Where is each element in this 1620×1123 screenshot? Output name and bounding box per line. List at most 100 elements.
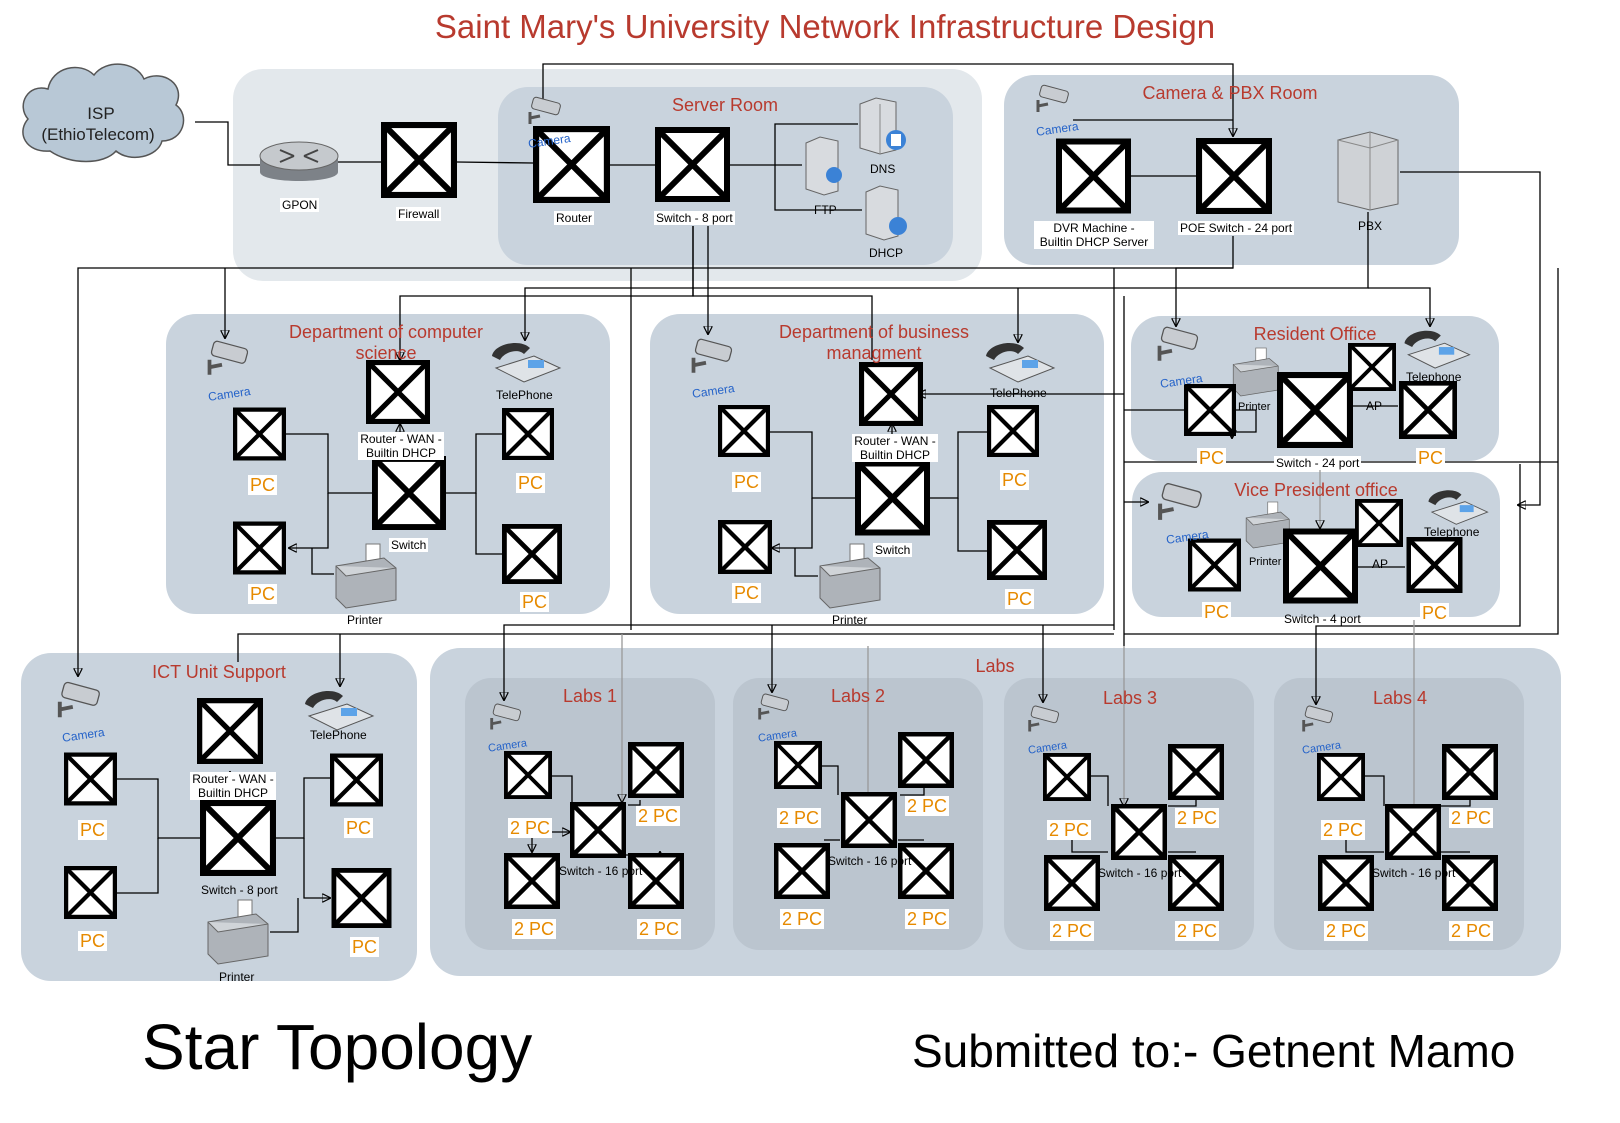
- lab2-pc-device[interactable]: [774, 732, 822, 798]
- pc-label: 2 PC: [1449, 808, 1494, 828]
- telephone-icon: [490, 338, 562, 384]
- pc-label: 2 PC: [1449, 921, 1494, 941]
- lab4-pc-device[interactable]: [1318, 854, 1374, 912]
- pc-label: PC: [1197, 448, 1227, 468]
- switch-24-port-label: Switch - 24 port: [1274, 456, 1362, 470]
- cs-pc-device[interactable]: [233, 401, 286, 467]
- lab1-pc-device[interactable]: [628, 852, 684, 910]
- ict-pc-device[interactable]: [330, 868, 393, 928]
- camera-icon: [524, 96, 564, 128]
- pc-label: 2 PC: [1050, 921, 1095, 941]
- ap-label: AP: [1366, 399, 1383, 413]
- resident-ap-device: [1345, 343, 1399, 391]
- switch-16-port-label: Switch - 16 port: [1372, 866, 1456, 880]
- submitted-to-caption: Submitted to:- Getnent Mamo: [912, 1025, 1516, 1077]
- lab1-switch-16-device: [570, 802, 626, 858]
- printer-icon: [1230, 347, 1280, 397]
- pc-label: PC: [1202, 602, 1232, 622]
- router-label: Router: [554, 211, 595, 225]
- cloud-icon: [12, 55, 190, 167]
- gpon-label: GPON: [280, 198, 320, 212]
- pc-label: 2 PC: [512, 919, 557, 939]
- pc-label: PC: [248, 475, 278, 495]
- telephone-icon: [1426, 486, 1490, 526]
- lab4-pc-device[interactable]: [1317, 744, 1365, 810]
- camera-icon: [202, 340, 252, 382]
- cs-pc-device[interactable]: [233, 520, 286, 576]
- telephone-icon: [1402, 326, 1472, 370]
- lab3-pc-device[interactable]: [1044, 854, 1100, 912]
- switch-label: Switch: [389, 538, 429, 552]
- cs-router-label: Router - WAN - Builtin DHCP: [358, 432, 444, 460]
- switch-8-port-device: [655, 126, 730, 203]
- lab2-title: Labs 2: [830, 686, 886, 706]
- pc-label: PC: [1005, 589, 1035, 609]
- pbx-server-icon: [1336, 130, 1400, 211]
- ict-router-device: [197, 698, 263, 764]
- vp-pc-device[interactable]: [1188, 537, 1241, 593]
- pc-label: 2 PC: [636, 806, 681, 826]
- telephone-label: Telephone: [1406, 370, 1462, 384]
- cs-pc-device[interactable]: [502, 524, 562, 584]
- topology-caption: Star Topology: [142, 1011, 533, 1083]
- business-pc-device[interactable]: [987, 401, 1039, 461]
- camera-icon: [1152, 483, 1206, 526]
- telephone-label: TelePhone: [990, 386, 1047, 400]
- lab2-pc-device[interactable]: [774, 842, 830, 900]
- telephone-icon: [302, 686, 376, 732]
- ftp-server-icon: [802, 135, 850, 196]
- dns-server-icon: [856, 96, 908, 155]
- lab3-switch-16-device: [1110, 804, 1168, 860]
- switch-16-port-label: Switch - 16 port: [828, 854, 912, 868]
- printer-label: Printer: [832, 613, 868, 627]
- lab4-switch-16-device: [1384, 804, 1442, 860]
- resident-pc-device[interactable]: [1184, 381, 1236, 439]
- pc-label: PC: [520, 592, 550, 612]
- lab4-pc-device[interactable]: [1442, 854, 1498, 912]
- ict-pc-device[interactable]: [330, 750, 383, 810]
- printer-label: Printer: [347, 613, 383, 627]
- cs-switch-device: [372, 455, 446, 531]
- pc-label: PC: [1420, 603, 1450, 623]
- lab1-pc-device[interactable]: [628, 742, 684, 798]
- pc-label: 2 PC: [905, 909, 950, 929]
- ftp-label: FTP: [814, 203, 837, 217]
- printer-label: Printer: [1238, 401, 1271, 413]
- cs-pc-device[interactable]: [502, 404, 554, 464]
- pc-label: 2 PC: [1175, 921, 1220, 941]
- camera-icon: [52, 681, 104, 724]
- business-department-title: Department of business managment: [778, 322, 970, 363]
- lab2-pc-device[interactable]: [898, 732, 954, 788]
- resident-office-title: Resident Office: [1253, 324, 1377, 344]
- resident-pc-device[interactable]: [1398, 381, 1458, 439]
- labs-title: Labs: [975, 656, 1015, 676]
- diagram-title: Saint Mary's University Network Infrastr…: [434, 8, 1216, 45]
- pc-label: 2 PC: [637, 919, 682, 939]
- business-pc-device[interactable]: [987, 520, 1047, 580]
- lab3-pc-device[interactable]: [1168, 744, 1224, 800]
- dvr-machine-device: [1056, 138, 1131, 214]
- lab3-pc-device[interactable]: [1168, 854, 1224, 912]
- lab1-pc-device[interactable]: [504, 852, 560, 910]
- camera-icon: [1298, 705, 1336, 736]
- pc-label: 2 PC: [905, 796, 950, 816]
- lab3-pc-device[interactable]: [1043, 744, 1091, 810]
- lab1-pc-device[interactable]: [504, 742, 552, 808]
- pc-label: 2 PC: [1321, 820, 1366, 840]
- ict-pc-device[interactable]: [64, 747, 117, 811]
- switch-8-port-label: Switch - 8 port: [201, 883, 278, 897]
- business-pc-device[interactable]: [718, 518, 772, 576]
- lab4-pc-device[interactable]: [1442, 744, 1498, 800]
- vp-switch-4-device: [1283, 528, 1358, 604]
- firewall-device: [381, 122, 457, 198]
- vp-pc-device[interactable]: [1405, 537, 1464, 593]
- camera-icon: [1024, 705, 1062, 736]
- pc-label: PC: [78, 931, 108, 951]
- lab2-pc-device[interactable]: [898, 842, 954, 900]
- ict-pc-device[interactable]: [64, 864, 117, 921]
- printer-icon: [332, 543, 398, 609]
- camera-icon: [686, 338, 736, 380]
- dvr-machine-label: DVR Machine - Builtin DHCP Server: [1034, 221, 1154, 249]
- business-pc-device[interactable]: [718, 398, 770, 464]
